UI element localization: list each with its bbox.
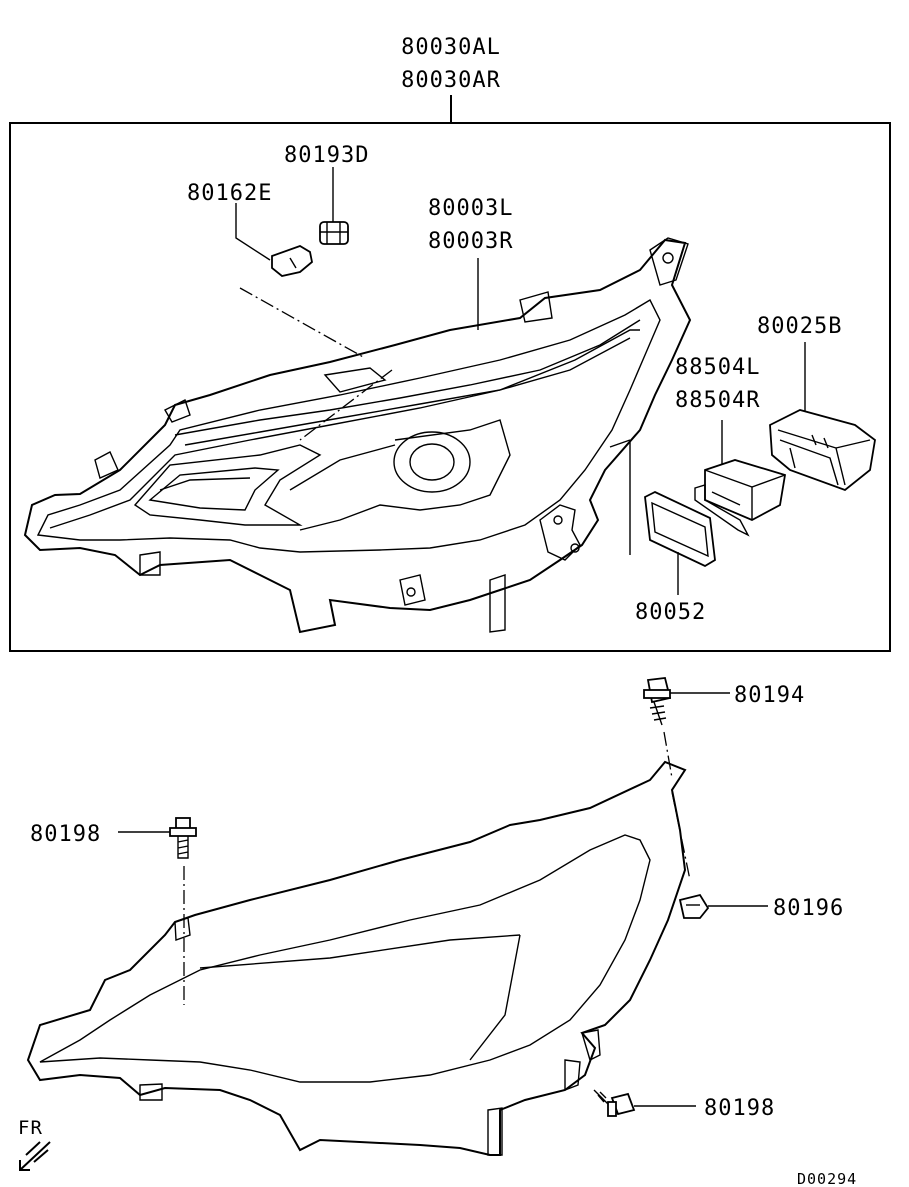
bulb-dashed-leader — [239, 287, 366, 359]
label-connector: 80025B — [757, 314, 842, 339]
bulb — [235, 203, 313, 277]
headlamp-outline — [26, 760, 687, 1156]
label-bulb-socket: 80193D — [284, 143, 369, 168]
label-lamp-unit-right: 80003R — [428, 229, 513, 254]
label-module-right: 88504R — [675, 388, 760, 413]
label-bolt-left: 80198 — [30, 822, 101, 847]
label-bulb: 80162E — [187, 181, 272, 206]
bulb-dashed-leader-2 — [299, 369, 393, 441]
module-dashed-leader-2 — [609, 439, 631, 448]
bolt-top-dash-2 — [671, 791, 691, 881]
label-clip-nut: 80196 — [773, 896, 844, 921]
label-assembly-left: 80030AL — [401, 35, 501, 60]
connector — [769, 409, 876, 492]
bulb-socket — [319, 167, 349, 245]
label-gasket: 80052 — [635, 600, 706, 625]
front-indicator: FR — [18, 1117, 43, 1139]
gasket — [644, 490, 716, 568]
bolt-bottom — [593, 1089, 636, 1117]
bolt-top — [643, 677, 672, 726]
bolt-left — [169, 817, 197, 859]
label-bolt-bottom: 80198 — [704, 1096, 775, 1121]
headlamp-unit — [23, 237, 692, 634]
diagram-code: D00294 — [797, 1170, 857, 1187]
label-assembly-right: 80030AR — [401, 68, 501, 93]
label-bolt-top: 80194 — [734, 683, 805, 708]
module — [694, 459, 787, 537]
clip-nut — [678, 893, 710, 919]
front-arrow-icon — [19, 1141, 51, 1171]
label-lamp-unit-left: 80003L — [428, 196, 513, 221]
bolt-top-dash — [663, 731, 673, 779]
label-module-left: 88504L — [675, 355, 760, 380]
